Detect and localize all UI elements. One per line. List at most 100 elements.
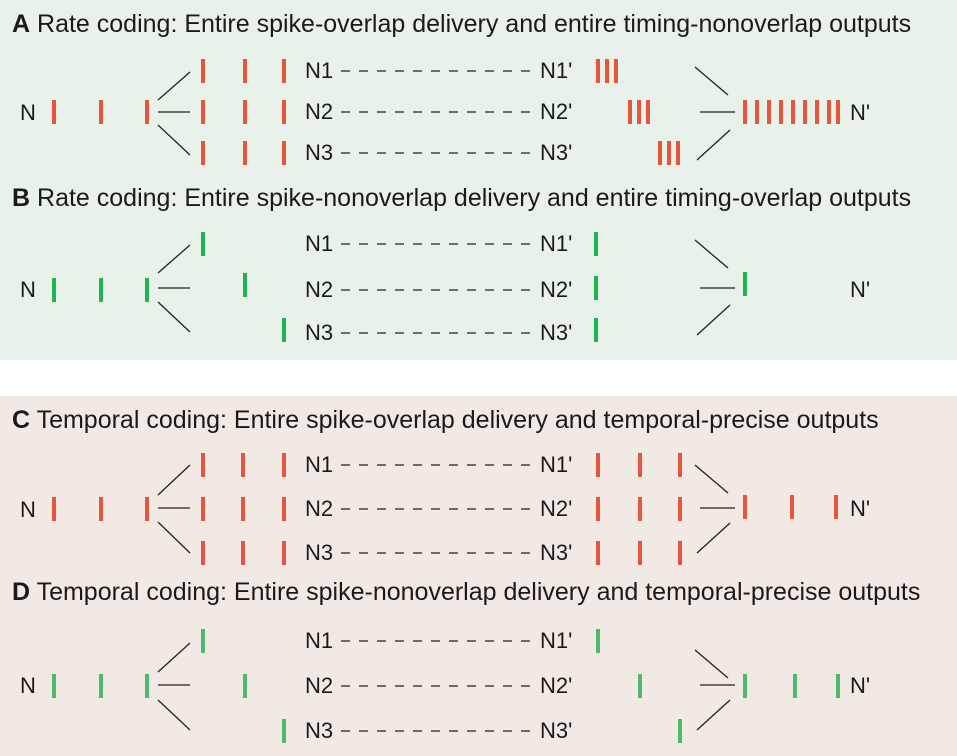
node-n3: N3 (305, 320, 333, 345)
svg-text:A Rate coding: Entire spike-ov: A Rate coding: Entire spike-overlap deli… (12, 10, 911, 38)
node-n3-prime: N3' (540, 540, 572, 565)
node-target: N' (850, 277, 870, 302)
spike-mark (282, 141, 286, 165)
node-n2: N2 (305, 277, 333, 302)
fan-in-lines (694, 649, 735, 731)
panel-title: Temporal coding: Entire spike-overlap de… (37, 406, 879, 434)
node-n3-prime: N3' (540, 320, 572, 345)
fan-in-lines (694, 66, 735, 161)
node-target: N' (850, 673, 870, 698)
node-n1-prime: N1' (540, 628, 572, 653)
panel-background-temporal-coding (0, 396, 957, 756)
panel-letter: A (12, 10, 30, 38)
panel-c: C Temporal coding: Entire spike-overlap … (12, 406, 879, 565)
spike-mark (99, 278, 103, 302)
fan-out-lines (157, 244, 191, 333)
spike-mark (658, 141, 662, 165)
spike-mark (201, 497, 205, 521)
spike-mark (99, 674, 103, 698)
spike-mark (638, 497, 642, 521)
panel-b: B Rate coding: Entire spike-nonoverlap d… (12, 184, 911, 345)
spike-mark (605, 59, 609, 83)
spike-mark (243, 674, 247, 698)
spike-mark (282, 453, 286, 477)
spike-mark (282, 318, 286, 342)
spike-mark (628, 100, 632, 124)
spike-mark (779, 100, 783, 124)
spike-mark (594, 232, 598, 256)
fan-out-lines (157, 642, 191, 731)
spike-mark (678, 453, 682, 477)
spike-mark (201, 141, 205, 165)
panel-d: D Temporal coding: Entire spike-nonoverl… (12, 578, 920, 743)
spike-mark (678, 497, 682, 521)
spike-mark (834, 495, 838, 519)
spike-mark (743, 495, 747, 519)
svg-text:D Temporal coding: Entire spik: D Temporal coding: Entire spike-nonoverl… (12, 578, 920, 606)
spike-mark (243, 273, 247, 297)
node-n2-prime: N2' (540, 277, 572, 302)
spike-mark (201, 541, 205, 565)
panel-letter: D (12, 578, 30, 606)
spike-train-group (52, 59, 840, 165)
spike-mark (243, 100, 247, 124)
spike-mark (241, 497, 245, 521)
spike-mark (201, 100, 205, 124)
spike-mark (282, 59, 286, 83)
spike-mark (282, 497, 286, 521)
spike-mark (596, 59, 600, 83)
node-n1: N1 (305, 628, 333, 653)
fan-in-lines (694, 239, 735, 336)
spike-train-group (52, 232, 747, 342)
spike-mark (596, 629, 600, 653)
panel-letter: C (12, 406, 30, 434)
panel-title: Rate coding: Entire spike-overlap delive… (37, 10, 911, 38)
node-n1: N1 (305, 452, 333, 477)
spike-mark (241, 541, 245, 565)
node-target: N' (850, 496, 870, 521)
node-n3-prime: N3' (540, 140, 572, 165)
spike-mark (815, 100, 819, 124)
node-n2-prime: N2' (540, 496, 572, 521)
node-n2: N2 (305, 496, 333, 521)
spike-mark (282, 719, 286, 743)
spike-mark (201, 59, 205, 83)
panel-letter: B (12, 184, 30, 212)
spike-mark (145, 100, 149, 124)
spike-mark (836, 674, 840, 698)
node-n1-prime: N1' (540, 231, 572, 256)
spike-mark (637, 100, 641, 124)
spike-mark (282, 100, 286, 124)
spike-mark (594, 276, 598, 300)
node-n1-prime: N1' (540, 58, 572, 83)
node-n2-prime: N2' (540, 673, 572, 698)
spike-mark (99, 100, 103, 124)
node-n1: N1 (305, 58, 333, 83)
spike-mark (596, 453, 600, 477)
panel-title: Rate coding: Entire spike-nonoverlap del… (37, 184, 911, 212)
node-n1: N1 (305, 231, 333, 256)
spike-mark (201, 232, 205, 256)
spike-mark (793, 674, 797, 698)
spike-mark (594, 318, 598, 342)
svg-text:C Temporal coding: Entire spik: C Temporal coding: Entire spike-overlap … (12, 406, 879, 434)
fan-out-lines (157, 464, 191, 554)
fan-out-lines (157, 71, 191, 156)
spike-mark (638, 541, 642, 565)
spike-mark (676, 141, 680, 165)
spike-mark (52, 278, 56, 302)
panel-a: A Rate coding: Entire spike-overlap deli… (12, 10, 911, 165)
spike-mark (145, 278, 149, 302)
spike-mark (678, 541, 682, 565)
node-n3: N3 (305, 140, 333, 165)
spike-mark (767, 100, 771, 124)
node-n1-prime: N1' (540, 452, 572, 477)
spike-mark (282, 541, 286, 565)
node-n2-prime: N2' (540, 99, 572, 124)
node-source: N (20, 277, 36, 302)
spike-mark (201, 629, 205, 653)
spike-mark (790, 495, 794, 519)
node-source: N (20, 100, 36, 125)
spike-mark (145, 497, 149, 521)
